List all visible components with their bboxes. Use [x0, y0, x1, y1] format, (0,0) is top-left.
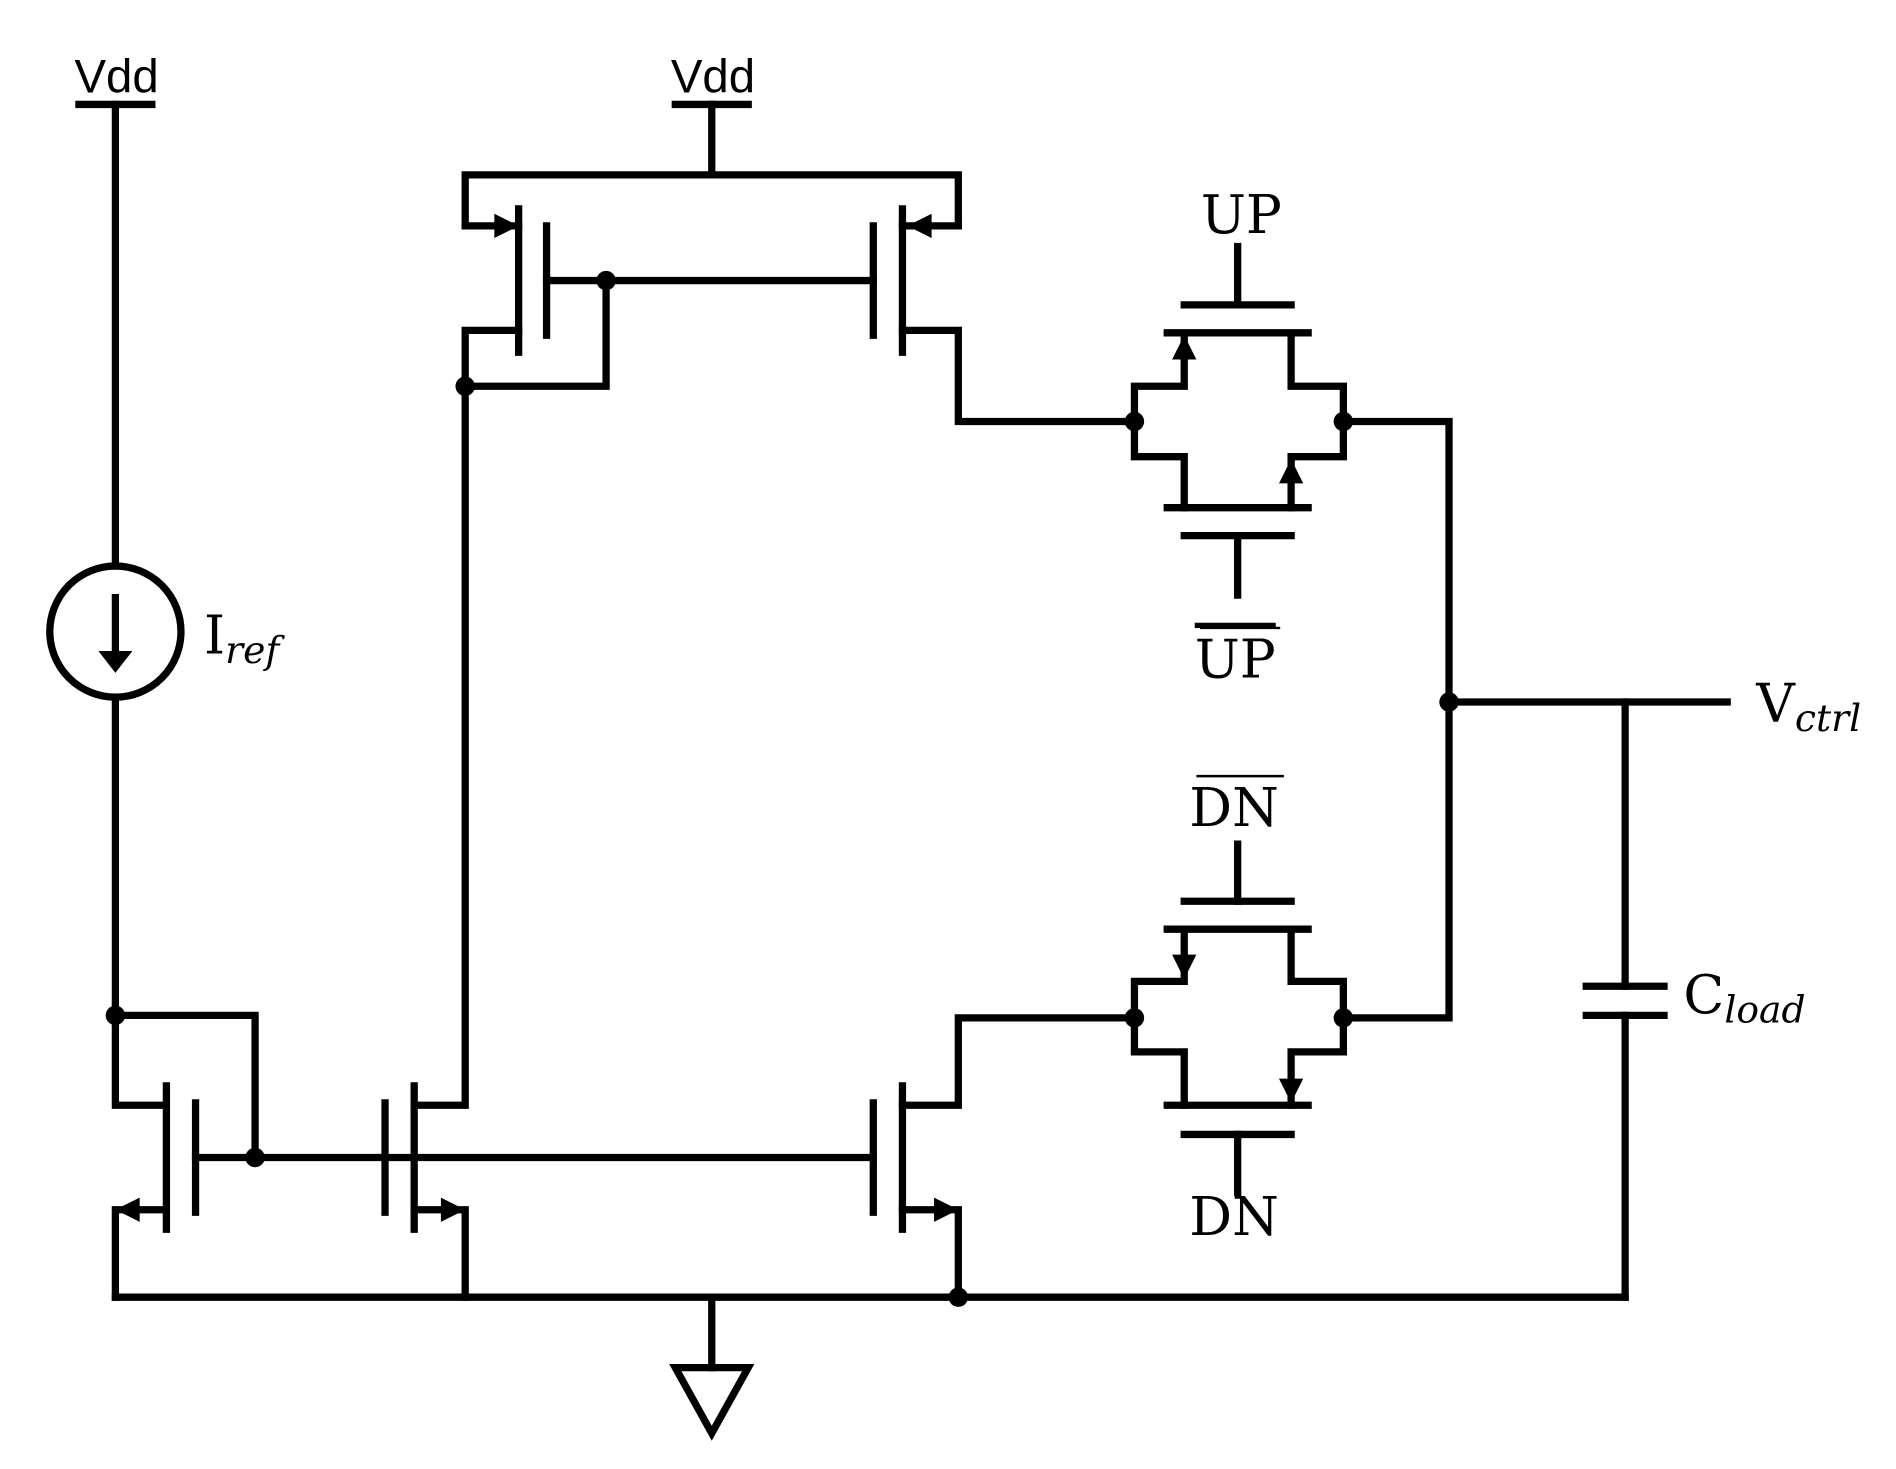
dn-label: DN [1189, 1185, 1279, 1248]
pmos-mirror-output [869, 205, 1139, 426]
up-label: UP [1201, 183, 1282, 246]
up-bar-label: UP [1195, 628, 1276, 691]
nmos-mirror-1 [381, 382, 469, 1301]
nmos-mirror-2 [869, 1014, 1139, 1301]
vctrl-label: Vctrl [1755, 671, 1861, 740]
dn-bar-label: DN [1189, 776, 1279, 839]
load-capacitor: Cload [1582, 698, 1806, 1301]
ground-rail [111, 1293, 1629, 1441]
pmos-mirror-diode [461, 205, 877, 390]
ground-symbol [669, 1363, 755, 1441]
reference-current-source: Iref [46, 562, 285, 1020]
output-node: Vctrl [1339, 417, 1861, 1022]
left-vdd-supply: Vdd [74, 50, 159, 570]
cload-label: Cload [1683, 963, 1805, 1032]
iref-label: Iref [204, 603, 285, 672]
vdd-label-left: Vdd [74, 50, 158, 103]
top-vdd-supply: Vdd [461, 50, 962, 230]
dn-transmission-gate: DN DN [1130, 774, 1347, 1248]
junction-dots [105, 270, 1459, 1307]
up-transmission-gate: UP UP [1130, 183, 1347, 691]
vdd-label-top: Vdd [671, 50, 755, 103]
